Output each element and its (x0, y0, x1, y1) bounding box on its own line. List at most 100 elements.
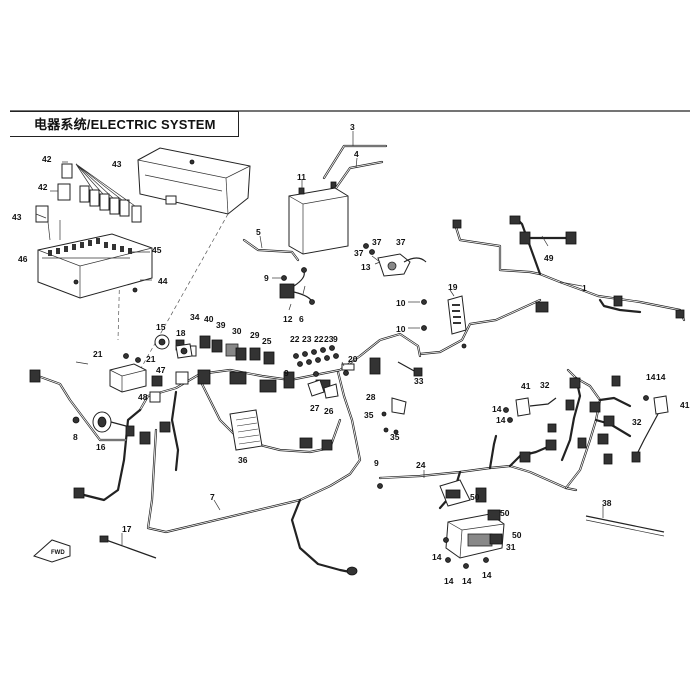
main-harness-1 (418, 215, 686, 356)
callout: 11 (297, 172, 306, 182)
callout: 36 (238, 455, 248, 465)
callout: 14 (482, 570, 492, 580)
callout: 35 (390, 432, 400, 442)
socket-15 (154, 334, 170, 350)
callout: 26 (324, 406, 334, 416)
callout: 39 (216, 320, 226, 330)
callout: 42 (42, 154, 52, 164)
callout: 49 (544, 253, 554, 263)
callout: 21 (93, 349, 103, 359)
solenoid (371, 253, 427, 277)
battery (288, 181, 349, 255)
callout: 35 (364, 410, 374, 420)
callout: 25 (262, 336, 272, 346)
callout: 37 (372, 237, 382, 247)
callout: 9 (284, 368, 289, 378)
callout: 41 (680, 400, 690, 410)
bolt-9 (377, 483, 383, 489)
starter-relay (279, 267, 315, 305)
callout: 17 (122, 524, 132, 534)
callout: 31 (506, 542, 516, 552)
callout: 32 (632, 417, 642, 427)
callout: 6 (299, 314, 304, 324)
cable-tie-17 (99, 535, 157, 559)
callout: 14 (496, 415, 506, 425)
callout: 32 (540, 380, 550, 390)
fwd-label: FWD (51, 550, 65, 556)
bolt-10 (421, 299, 427, 305)
callout: 37 (354, 248, 364, 258)
callout: 8 (73, 432, 78, 442)
leader-lines (35, 131, 604, 545)
fwd-arrow: FWD (33, 539, 71, 563)
battery-cable (334, 160, 384, 190)
callout: 40 (204, 314, 214, 324)
bolt-8 (72, 416, 80, 424)
control-module-19 (447, 295, 467, 349)
callout: 12 (283, 314, 293, 324)
callout: 43 (12, 212, 22, 222)
callout: 50 (470, 492, 480, 502)
rod-38 (585, 515, 665, 533)
callout: 20 (348, 354, 358, 364)
callout: 19 (448, 282, 458, 292)
bolt-21 (123, 353, 129, 359)
sensor-28 (381, 397, 407, 435)
callout: 43 (112, 159, 122, 169)
callout: 1 (582, 283, 587, 293)
callout: 9 (374, 458, 379, 468)
callout: 23 (302, 334, 312, 344)
harness-24-connectors (519, 375, 621, 465)
harness-24 (378, 368, 632, 510)
callout: 5 (256, 227, 261, 237)
callout: 10 (396, 298, 406, 308)
part-48 (149, 391, 161, 403)
switch-41-right (631, 395, 669, 463)
connector (346, 566, 358, 576)
connector (73, 487, 85, 499)
callout: 10 (396, 324, 406, 334)
callout: 46 (18, 254, 28, 264)
fuses-22-23 (293, 345, 339, 367)
plug-group (175, 343, 193, 359)
callout: 34 (190, 312, 200, 322)
callout: 27 (310, 403, 320, 413)
callout: 24 (416, 460, 426, 470)
callout: 15 (156, 322, 166, 332)
horn-16 (92, 411, 127, 433)
callout: 33 (414, 376, 424, 386)
callout: 4 (354, 149, 359, 159)
main-harness-7 (36, 332, 422, 574)
callout: 22 (290, 334, 300, 344)
callout: 47 (156, 365, 166, 375)
relay-set (35, 163, 142, 241)
page-title: 电器系统/ELECTRIC SYSTEM (34, 117, 216, 132)
bolt-21 (135, 357, 141, 363)
bolt-37 (369, 249, 375, 255)
callout: 3 (350, 122, 355, 132)
module-36 (229, 409, 263, 451)
callout: 18 (176, 328, 186, 338)
bolt-9 (281, 275, 287, 281)
bolt-37 (363, 243, 369, 249)
callout: 37 (396, 237, 406, 247)
fuse-box-base (37, 233, 153, 299)
callout: 22 (314, 334, 324, 344)
callout: 50 (512, 530, 522, 540)
callout: 7 (210, 492, 215, 502)
box-47 (109, 363, 147, 393)
bolt-9 (313, 371, 319, 377)
callout: 50 (500, 508, 510, 518)
part-47 (151, 375, 163, 387)
callout-labels: 3 4 11 5 9 12 6 37 37 37 13 49 1 19 10 1… (12, 122, 690, 586)
callout: 14 (462, 576, 472, 586)
callout: 48 (138, 392, 148, 402)
callout: 30 (232, 326, 242, 336)
dash-leader (117, 261, 121, 341)
callout: 38 (602, 498, 612, 508)
callout: 28 (366, 392, 376, 402)
callout: 23 (324, 334, 334, 344)
dash-leader (139, 213, 229, 371)
